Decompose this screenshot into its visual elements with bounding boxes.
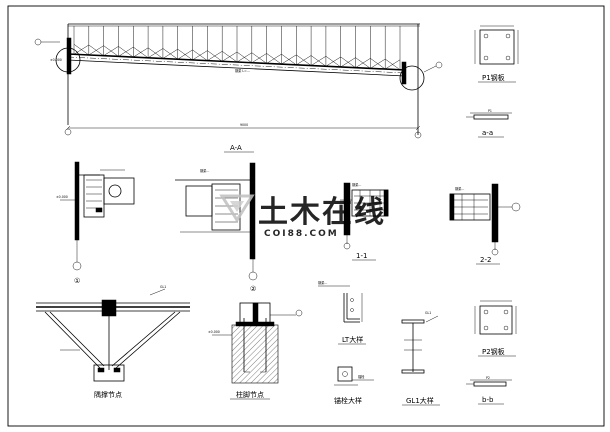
watermark-site: COI88.COM xyxy=(264,229,339,239)
axis-bubble-1 xyxy=(64,128,72,136)
aa-diagonal xyxy=(370,58,386,69)
watermark-brand: 土木在线 xyxy=(258,195,386,230)
aa-diagonal xyxy=(147,48,164,58)
svg-text:钢梁...: 钢梁... xyxy=(352,182,361,187)
aa-diagonal xyxy=(296,55,312,66)
column-base-drawing: ±0.000 xyxy=(208,302,303,384)
aa-diagonal xyxy=(251,53,267,63)
sheet-border xyxy=(7,5,605,427)
aa-diagonal xyxy=(340,57,356,68)
aa-diagonal xyxy=(88,45,104,56)
section-11-title: 1-1 xyxy=(356,252,367,260)
svg-text:±0.000: ±0.000 xyxy=(56,195,68,199)
svg-text:钢梁...: 钢梁... xyxy=(455,186,464,191)
aa-diagonal xyxy=(222,51,238,62)
aa-diagonal xyxy=(325,56,341,67)
gl1-detail-drawing: GL1 xyxy=(401,311,439,374)
p1-plate-detail xyxy=(474,25,519,65)
aa-diagonal xyxy=(310,56,327,66)
bracing-node-drawing: GL1 xyxy=(36,285,190,382)
aa-diagonal xyxy=(133,47,149,58)
svg-text:GL1: GL1 xyxy=(160,285,166,289)
watermark-logo: 土木在线 COI88.COM xyxy=(219,194,386,239)
aa-diagonal xyxy=(266,53,282,64)
bb-small-section: P2 xyxy=(466,376,512,387)
aa-diagonal xyxy=(355,58,371,68)
aa-left-detail-circle xyxy=(55,47,81,73)
aa-bracing xyxy=(73,26,401,70)
column-base-title: 柱脚节点 xyxy=(236,390,264,399)
section-22-title: 2-2 xyxy=(480,256,491,264)
bb-small-title: b-b xyxy=(482,396,494,404)
svg-text:±0.000: ±0.000 xyxy=(50,58,62,62)
aa-diagonal xyxy=(281,54,297,65)
aa-diagonal xyxy=(162,49,178,59)
aa-diagonal xyxy=(103,46,119,56)
svg-text:钢梁 L=...: 钢梁 L=... xyxy=(235,68,250,73)
aa-small-section: P1 xyxy=(466,109,512,120)
aa-diagonal xyxy=(192,50,208,61)
p2-plate-detail xyxy=(474,300,517,335)
aa-diagonal xyxy=(385,59,401,70)
aa-diagonal xyxy=(236,52,252,63)
gl1-detail-title: GL1大样 xyxy=(406,396,434,405)
svg-text:P2: P2 xyxy=(486,376,490,380)
p2-plate-title: P2钢板 xyxy=(482,347,505,356)
p1-plate-title: P1钢板 xyxy=(482,73,505,82)
aa-diagonal xyxy=(73,44,89,55)
aa-small-title: a-a xyxy=(482,129,493,137)
section-11-drawing: 钢梁... xyxy=(340,182,389,250)
svg-text:±0.000: ±0.000 xyxy=(208,330,220,334)
anchor-detail-title: 锚栓大样 xyxy=(334,396,362,405)
section-22-drawing: 钢梁... xyxy=(449,183,521,256)
detail-1-mark: ① xyxy=(74,277,80,285)
aa-diagonal xyxy=(207,51,223,61)
svg-text:钢梁...: 钢梁... xyxy=(318,280,327,285)
lt-detail-drawing: 钢梁... xyxy=(318,280,363,323)
svg-text:钢梁...: 钢梁... xyxy=(200,168,209,173)
detail-2-drawing: 钢梁... xyxy=(175,162,256,272)
aa-right-detail-circle xyxy=(399,65,425,91)
bracing-node-title: 隅撑节点 xyxy=(94,390,122,399)
view-title-aa: A-A xyxy=(230,144,242,152)
svg-text:9000: 9000 xyxy=(240,123,248,127)
aa-diagonal xyxy=(177,49,193,60)
axis-bubble-2 xyxy=(414,131,422,139)
aa-diagonal xyxy=(118,46,134,57)
detail-1-drawing: ±0.000 xyxy=(56,161,135,262)
anchor-detail-drawing: 锚栓 xyxy=(334,366,374,386)
svg-text:P1: P1 xyxy=(488,109,492,113)
aa-elevation: 9000 钢梁 L=... ±0.000 xyxy=(34,23,443,139)
svg-text:锚栓: 锚栓 xyxy=(358,374,365,379)
lt-detail-title: LT大样 xyxy=(342,335,363,344)
detail-2-mark: ② xyxy=(250,285,256,293)
svg-text:GL1: GL1 xyxy=(425,311,431,315)
